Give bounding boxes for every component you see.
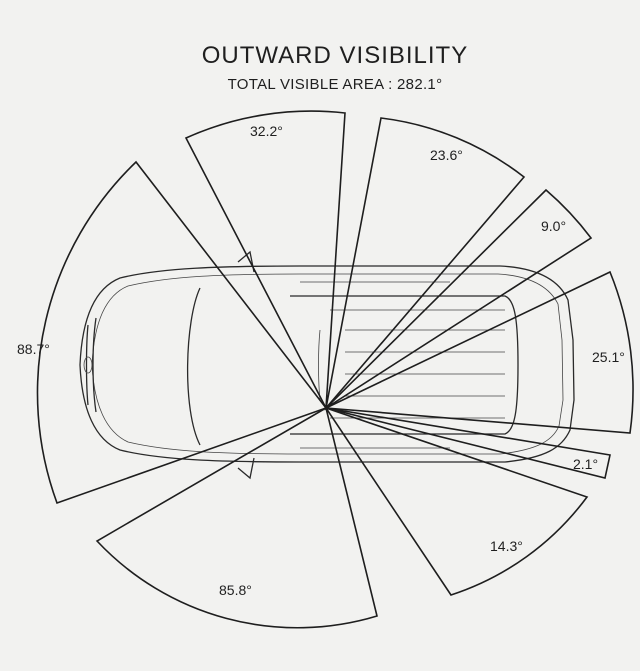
label-right-front: 23.6° — [430, 147, 463, 163]
label-right-mid: 9.0° — [541, 218, 566, 234]
label-left-rear: 85.8° — [219, 582, 252, 598]
label-rear-small: 2.1° — [573, 456, 598, 472]
sector-left-rear — [95, 406, 378, 629]
label-front-left: 88.7° — [17, 341, 50, 357]
sector-front-center — [184, 110, 346, 411]
label-rear: 25.1° — [592, 349, 625, 365]
label-front-center: 32.2° — [250, 123, 283, 139]
sector-right-front — [324, 117, 526, 411]
diagram-subtitle: TOTAL VISIBLE AREA : 282.1° — [227, 76, 443, 93]
diagram-title: OUTWARD VISIBILITY — [201, 42, 469, 69]
sector-labels: 88.7° 32.2° 23.6° 9.0° 25.1° 2.1° 14.3° … — [17, 123, 625, 598]
sector-rear-right — [324, 406, 589, 596]
car-illustration — [79, 250, 575, 480]
visibility-sectors — [36, 110, 634, 629]
sector-right-mid — [325, 188, 593, 409]
label-rear-right: 14.3° — [490, 538, 523, 554]
sector-rear — [322, 270, 634, 434]
sector-front-left — [36, 160, 328, 505]
sector-rear-small — [325, 407, 611, 479]
